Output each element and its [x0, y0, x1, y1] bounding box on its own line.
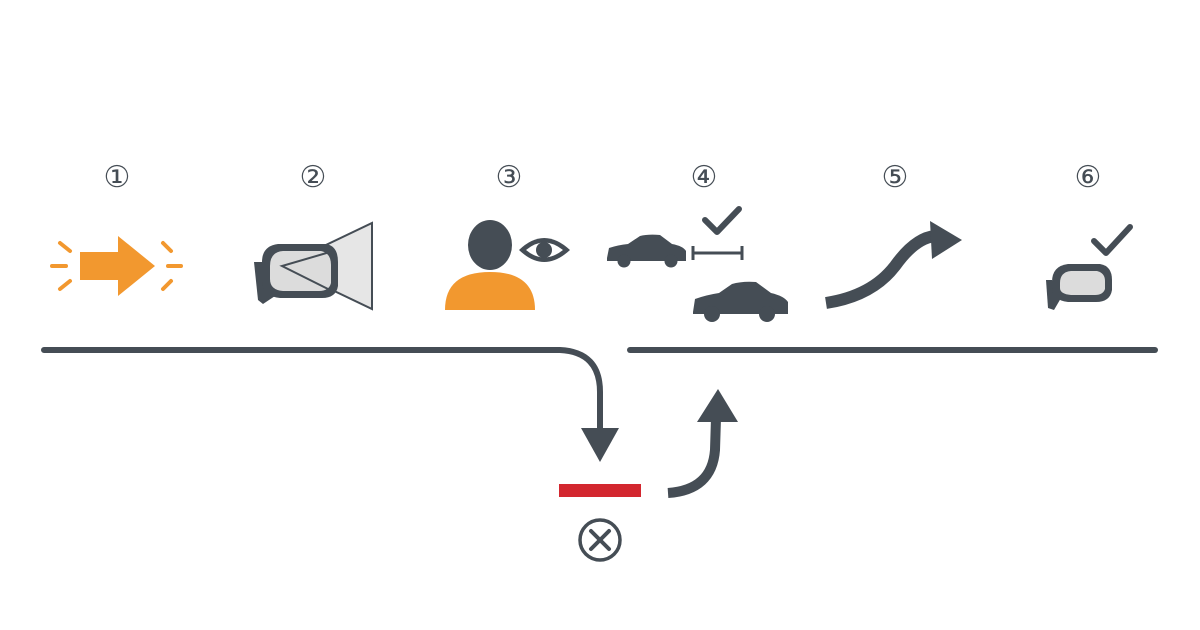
step-number-2: ②	[299, 160, 327, 195]
turn-signal-icon	[50, 236, 183, 296]
step-number-4: ④	[690, 160, 718, 195]
red-stop-bar	[559, 484, 641, 497]
curved-merge-arrow-icon	[825, 221, 962, 309]
driver-shoulder-check-icon	[445, 220, 570, 310]
return-arrow	[667, 389, 738, 498]
car-ahead	[607, 234, 686, 268]
side-mirror-view-icon	[254, 221, 373, 311]
safe-gap-cars-icon	[607, 206, 788, 322]
mirror-checked-icon	[1046, 224, 1133, 310]
step-number-5: ⑤	[881, 160, 909, 195]
step-number-3: ③	[495, 160, 523, 195]
step-number-6: ⑥	[1074, 160, 1102, 195]
arrow-up-icon	[697, 389, 738, 422]
car-behind	[693, 281, 788, 322]
check-icon	[702, 206, 742, 235]
flow-line-left	[41, 347, 619, 462]
cancel-circle-x-icon	[578, 518, 622, 562]
arrow-down-icon	[581, 428, 619, 462]
gap-measure	[691, 246, 744, 260]
step-number-1: ①	[103, 160, 131, 195]
check-icon	[1091, 224, 1133, 256]
